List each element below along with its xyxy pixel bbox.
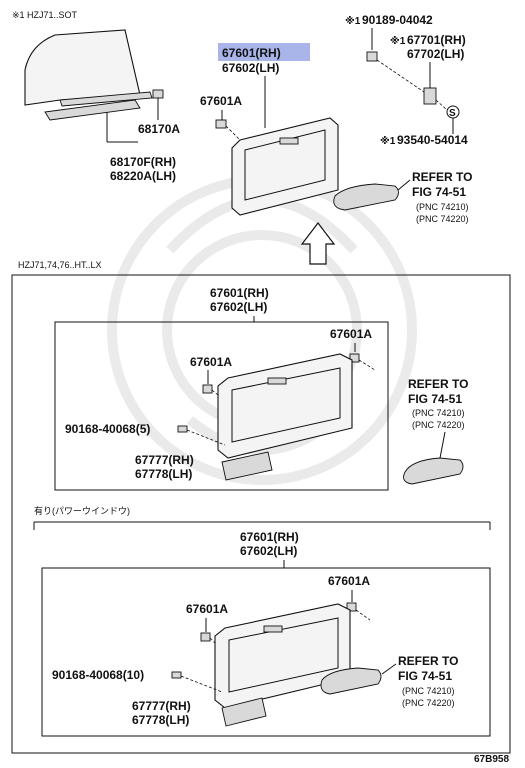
bot-pocket-icon[interactable] [221,697,267,727]
label-mid-pocket-rh: 67777(RH) [135,453,194,467]
label-pnc2-top: (PNC 74220) [416,214,469,224]
middle-inner-frame [54,321,389,491]
armrest-top-icon[interactable] [333,183,399,211]
label-handle-bracket-rh: 67701(RH) [407,33,466,47]
label-bot-pocket-lh: 67778(LH) [132,713,189,727]
label-pnc1-mid: (PNC 74210) [412,408,465,418]
label-bot-clip-right: 67601A [328,574,370,588]
label-bot-main-rh: 67601(RH) [240,530,299,544]
label-run-lh: 68220A(LH) [110,169,176,183]
label-mid-clip-right: 67601A [330,327,372,341]
label-main-lh: 67602(LH) [222,61,279,75]
mid-clip-left-icon[interactable] [202,384,213,394]
middle-variant-label: HZJ71,74,76..HT..LX [18,260,102,270]
armrest-bot-icon[interactable] [320,667,382,695]
label-mid-clip-left: 67601A [190,355,232,369]
glass-channel-icon[interactable] [44,99,141,121]
label-refer-bot: REFER TO [398,654,458,668]
label-pnc1-bot: (PNC 74210) [402,686,455,696]
label-bot-pocket-rh: 67777(RH) [132,699,191,713]
mid-pocket-icon[interactable] [221,451,273,481]
label-refer-fig-top: FIG 74-51 [412,185,466,199]
label-mid-pocket-lh: 67778(LH) [135,467,192,481]
bottom-inner-frame [41,567,491,737]
bot-screw-icon[interactable] [171,671,182,679]
mark-top-screw: ※1 [380,135,396,147]
bottom-variant-label: 有り(パワーウインドウ) [34,505,130,516]
window-glass-icon[interactable] [24,29,141,106]
label-pnc1-top: (PNC 74210) [416,202,469,212]
label-top-screw: 93540-54014 [397,133,468,147]
bot-clip-right-icon[interactable] [346,602,357,612]
armrest-mid-icon[interactable] [403,457,464,485]
diagram-id: 67B958 [474,754,509,765]
highlight-box [218,43,310,61]
mark-top-bolt: ※1 [345,15,361,27]
mid-screw-icon[interactable] [177,425,188,433]
label-handle-bracket-lh: 67702(LH) [407,47,464,61]
label-pnc2-mid: (PNC 74220) [412,420,465,430]
door-trim-panel-middle[interactable] [217,353,353,459]
label-pnc2-bot: (PNC 74220) [402,698,455,708]
bot-clip-left-icon[interactable] [200,632,211,642]
label-refer-fig-bot: FIG 74-51 [398,669,452,683]
arrow-up-icon [300,222,336,265]
label-bot-clip-left: 67601A [186,602,228,616]
clip-small-icon[interactable] [152,89,164,99]
label-bot-main-lh: 67602(LH) [240,544,297,558]
label-refer-fig-mid: FIG 74-51 [408,392,462,406]
label-mid-screw: 90168-40068(5) [65,422,150,436]
label-mid-main-lh: 67602(LH) [210,300,267,314]
label-main-rh[interactable]: 67601(RH) [222,46,281,60]
clip-icon[interactable] [215,119,227,129]
middle-section-frame [11,274,511,754]
label-refer-mid: REFER TO [408,377,468,391]
label-mid-main-rh: 67601(RH) [210,286,269,300]
door-trim-panel-bottom[interactable] [214,603,351,709]
bolt-icon[interactable] [366,51,378,62]
top-variant-label: ※1 HZJ71..SOT [12,10,78,20]
handle-bracket-icon[interactable] [423,87,437,105]
label-refer-top: REFER TO [412,170,472,184]
glass-run-icon[interactable] [59,91,153,107]
mark-handle-bracket: ※1 [390,35,406,47]
s-mark: S [449,108,456,119]
label-bot-screw: 90168-40068(10) [52,668,144,682]
label-top-bolt: 90189-04042 [362,13,433,27]
label-glass-channel: 68170A [138,122,180,136]
label-clip-top: 67601A [200,94,242,108]
mid-clip-right-icon[interactable] [349,353,360,363]
label-run-rh: 68170F(RH) [110,155,176,169]
door-trim-panel-top[interactable] [231,117,339,216]
